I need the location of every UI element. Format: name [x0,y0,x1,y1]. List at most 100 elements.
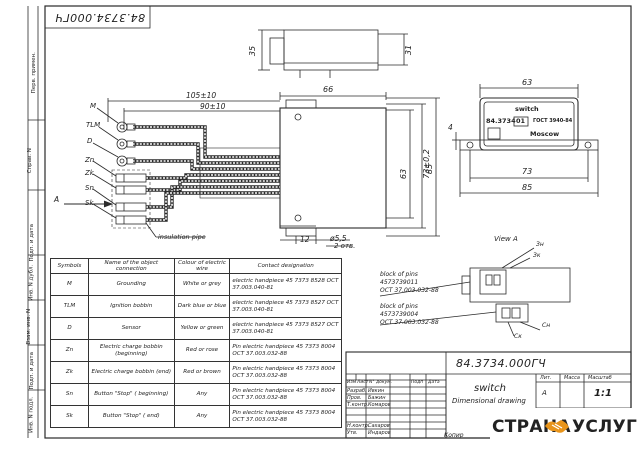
cell-colour: Any [173,405,231,428]
col-header-name: Name of the object connection [87,258,175,274]
wire-label-sn: Sn [85,184,94,192]
view-a-sn: Сн [542,322,551,329]
side-label-podp-data-2: Подп. и дата [28,352,35,390]
wire-label-tlm: TLM [86,121,101,129]
table-row: Zn Electric charge bobbin (beginning) Re… [50,339,342,362]
dim-5-5: ø5,5 [330,234,347,243]
dim-66: 66 [323,85,334,94]
cell-contact: Pin electric handpiece 45 7373 8004 OCT … [229,405,342,428]
block1-line2: 4573739011 [380,279,419,286]
cell-colour: Red or brown [173,361,231,384]
side-label-podp-data-1: Подп. и дата [28,224,35,262]
side-label-inv-dubl: Инв. N дубл. [28,264,35,301]
plate-part: 84.3734 [486,117,516,125]
cell-name: Button "Stop" ( end) [87,405,175,428]
cell-name: Button "Stop" ( beginning) [87,383,175,406]
cell-name: Electric charge bobbin (end) [87,361,175,384]
wire-label-m: M [90,102,97,110]
copied-label: Копир [444,432,464,439]
drawing-number-mirrored: 84.3734.000ГЧ [55,11,146,24]
drawing-subtitle: Dimensional drawing [452,397,526,405]
scale-value: 1:1 [594,388,612,399]
cell-colour: Red or rose [173,339,231,362]
view-a-zk: Зк [533,252,541,259]
wire-label-zn: Zn [85,156,95,164]
block1-line3: OCT 37.003.032-88 [380,287,439,294]
wire-label-sk: Sk [85,199,94,207]
cell-colour: Dark blue or blue [173,295,231,318]
cell-name: Electric charge bobbin (beginning) [87,339,175,362]
connection-table: Symbols Name of the object connection Co… [50,258,342,428]
cell-symbol: Sn [50,383,89,406]
dim-35: 35 [248,45,258,57]
cell-colour: White or grey [173,273,231,296]
cell-name: Grounding [87,273,175,296]
dim-90: 90±10 [200,102,226,111]
view-a-sk: Ск [514,333,522,340]
dim-105: 105±10 [186,91,217,100]
side-label-perv-primen: Перв. примен. [30,52,37,94]
wire-label-d: D [87,137,93,145]
rev-header-doc: N° докум. [369,380,393,385]
cell-colour: Any [173,383,231,406]
side-label-inv-podl: Инв. N подл. [28,396,35,433]
dim-85-horizontal: 85 [522,183,533,192]
blade-terminals [111,169,151,229]
watermark-logo: СТРАНА УСЛУГ [490,408,638,442]
cell-symbol: Zn [50,339,89,362]
cell-symbol: TLM [50,295,89,318]
handshake-icon [545,420,569,433]
plate-city: Moscow [530,130,560,138]
name-nkontr: Сахаров [368,423,390,429]
name-prov: Бажин [368,395,386,401]
drawing-number: 84.3734.000ГЧ [456,357,547,370]
rev-header-izm: Изм [347,380,357,385]
view-a-zn: Зн [536,241,544,248]
role-utv: Утв. [347,430,358,436]
block1-line1: block of pins [380,271,418,278]
cell-contact: Pin electric handpiece 45 7373 8004 OCT … [229,361,342,384]
block2-line3: OCT 37.003.032-88 [380,319,439,326]
table-row: Sk Button "Stop" ( end) Any Pin electric… [50,405,342,428]
rev-header-data: Дата [428,380,440,385]
relay-body [279,107,387,229]
lit-label: Лит. [540,375,552,381]
role-prov: Пров. [347,395,362,401]
view-a-connector [461,247,571,337]
scale-label: Масштаб [588,375,612,381]
cell-contact: electric handpiece 45 7373 8528 OCT 37.0… [229,273,342,296]
cell-symbol: M [50,273,89,296]
view-a-arrow-label: A [54,195,60,204]
view-a-title: View A [494,235,518,243]
inner-frame [44,5,632,439]
cell-symbol: Sk [50,405,89,428]
mass-label: Масса [564,375,580,381]
dim-4: 4 [448,123,453,132]
dim-73-horizontal: 73 [522,167,533,176]
ring-terminals [116,121,136,167]
relay-top-view [283,29,379,71]
table-header-row: Symbols Name of the object connection Co… [50,258,342,274]
cell-name: Ignition bobbin [87,295,175,318]
table-row: Zk Electric charge bobbin (end) Red or b… [50,361,342,384]
logo-text-right: УСЛУГ [572,417,638,437]
dim-63-vertical: 63 [399,168,409,180]
name-tkontr: Комаров [368,402,391,408]
wire-label-zk: Zk [85,169,94,177]
table-row: D Sensor Yellow or green electric handpi… [50,317,342,340]
cell-contact: electric handpiece 45 7373 8527 OCT 37.0… [229,295,342,318]
dim-12: 12 [300,235,310,244]
col-header-contact: Contact designation [229,258,342,274]
role-tkontr: Т.контр. [347,402,369,408]
role-nkontr: Н.контр. [347,423,370,429]
rev-header-podp: Подп [411,380,424,385]
dim-63-horizontal: 63 [522,78,533,87]
drawing-title: switch [474,383,506,394]
dim-two-holes: 2 отв. [334,242,356,250]
cell-symbol: D [50,317,89,340]
cell-name: Sensor [87,317,175,340]
plate-name: switch [515,105,539,113]
cell-contact: Pin electric handpiece 45 7373 8004 OCT … [229,383,342,406]
number-box-top [44,5,151,29]
